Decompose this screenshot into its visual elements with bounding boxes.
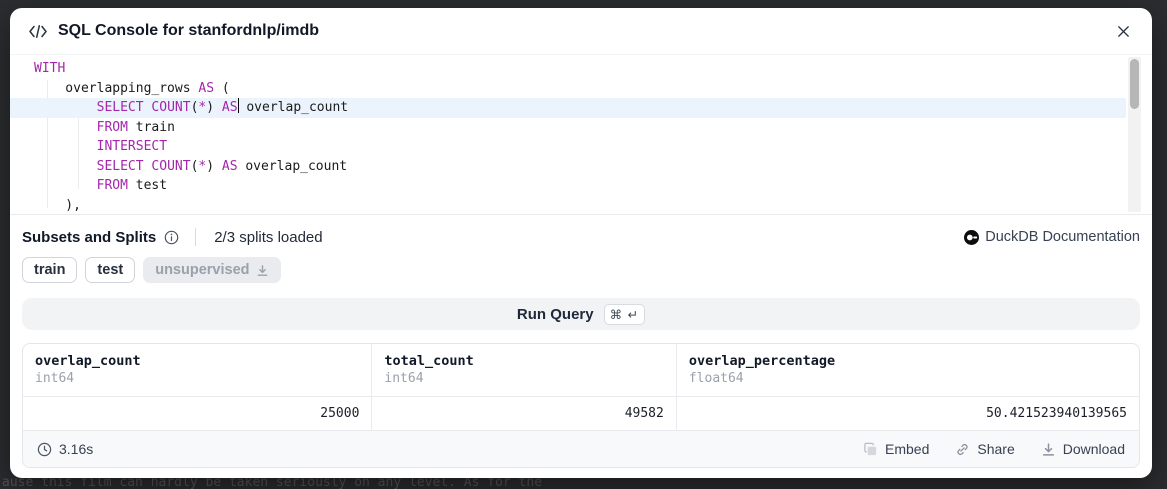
sql-code: WITH overlapping_rows AS ( SELECT COUNT(…	[10, 59, 1152, 214]
code-line: overlapping_rows AS (	[34, 80, 230, 96]
run-query-button[interactable]: Run Query ⌘ ↵	[22, 298, 1140, 330]
code-line: SELECT COUNT(*) AS overlap_count	[10, 98, 1126, 118]
editor-scrollbar-track[interactable]	[1128, 57, 1141, 212]
code-line: INTERSECT	[96, 139, 168, 154]
share-label: Share	[977, 441, 1015, 457]
results-card: overlap_count int64 total_count int64 ov…	[22, 343, 1140, 468]
column-name: total_count	[384, 353, 474, 369]
column-type: int64	[35, 371, 75, 386]
column-type: int64	[384, 371, 424, 386]
embed-button[interactable]: Embed	[863, 441, 929, 457]
query-duration-value: 3.16s	[59, 441, 94, 457]
share-button[interactable]: Share	[955, 441, 1015, 457]
link-icon	[955, 442, 970, 457]
sql-console-modal: SQL Console for stanfordnlp/imdb WITH ov…	[10, 8, 1152, 478]
subsets-title: Subsets and Splits	[22, 228, 157, 246]
info-icon[interactable]	[164, 230, 179, 245]
duckdb-documentation-link[interactable]: DuckDB Documentation	[964, 229, 1140, 245]
text-cursor	[237, 98, 239, 113]
column-name: overlap_percentage	[688, 353, 836, 369]
split-pill-label: test	[97, 262, 124, 278]
split-pill-test[interactable]: test	[85, 257, 136, 283]
splits-loaded-status: 2/3 splits loaded	[214, 228, 323, 246]
code-line: FROM test	[96, 178, 168, 193]
code-line: WITH	[34, 61, 66, 76]
clock-icon	[37, 442, 52, 457]
cell-overlap-percentage: 50.421523940139565	[986, 406, 1127, 421]
splits-pills-row: train test unsupervised	[22, 257, 1140, 283]
vertical-divider	[195, 228, 197, 246]
download-icon	[1041, 442, 1056, 457]
cell-overlap-count: 25000	[23, 397, 373, 430]
close-icon	[1116, 24, 1131, 39]
column-name: overlap_count	[35, 353, 141, 369]
code-slash-icon	[28, 24, 48, 39]
results-footer: 3.16s Embed	[23, 430, 1139, 467]
modal-title: SQL Console for stanfordnlp/imdb	[58, 22, 320, 39]
cell-total-count: 49582	[372, 397, 677, 430]
download-button[interactable]: Download	[1041, 441, 1125, 457]
dimmed-background-text: ause this film can hardly be taken serio…	[2, 475, 543, 489]
modal-header: SQL Console for stanfordnlp/imdb	[10, 8, 1152, 54]
download-icon	[256, 264, 269, 277]
duckdb-documentation-label: DuckDB Documentation	[985, 229, 1140, 245]
split-pill-label: unsupervised	[155, 262, 250, 278]
embed-label: Embed	[885, 441, 930, 457]
column-type: float64	[688, 371, 744, 386]
code-line: SELECT COUNT(*) AS overlap_count	[96, 158, 348, 174]
split-pill-train[interactable]: train	[22, 257, 78, 283]
sql-editor[interactable]: WITH overlapping_rows AS ( SELECT COUNT(…	[10, 54, 1152, 215]
split-pill-unsupervised[interactable]: unsupervised	[143, 257, 281, 283]
code-line: ),	[34, 197, 81, 213]
indent-guide	[47, 80, 48, 208]
editor-scrollbar-thumb[interactable]	[1130, 59, 1139, 109]
run-query-label: Run Query	[516, 305, 594, 323]
column-header-overlap-count: overlap_count int64	[23, 344, 373, 396]
keyboard-shortcut-badge: ⌘ ↵	[603, 303, 646, 325]
column-header-total-count: total_count int64	[372, 344, 677, 396]
code-line: FROM train	[96, 119, 175, 135]
results-table-header: overlap_count int64 total_count int64 ov…	[23, 344, 1139, 396]
indent-guide	[78, 99, 79, 189]
subsets-row: Subsets and Splits 2/3 splits loaded	[22, 228, 1140, 246]
query-duration: 3.16s	[37, 441, 93, 457]
download-label: Download	[1062, 441, 1125, 457]
table-row: 25000 49582 50.421523940139565	[23, 396, 1139, 430]
embed-icon	[863, 442, 878, 457]
close-button[interactable]	[1110, 18, 1136, 44]
column-header-overlap-percentage: overlap_percentage float64	[677, 344, 1139, 396]
split-pill-label: train	[34, 262, 66, 278]
duckdb-icon	[964, 229, 980, 245]
